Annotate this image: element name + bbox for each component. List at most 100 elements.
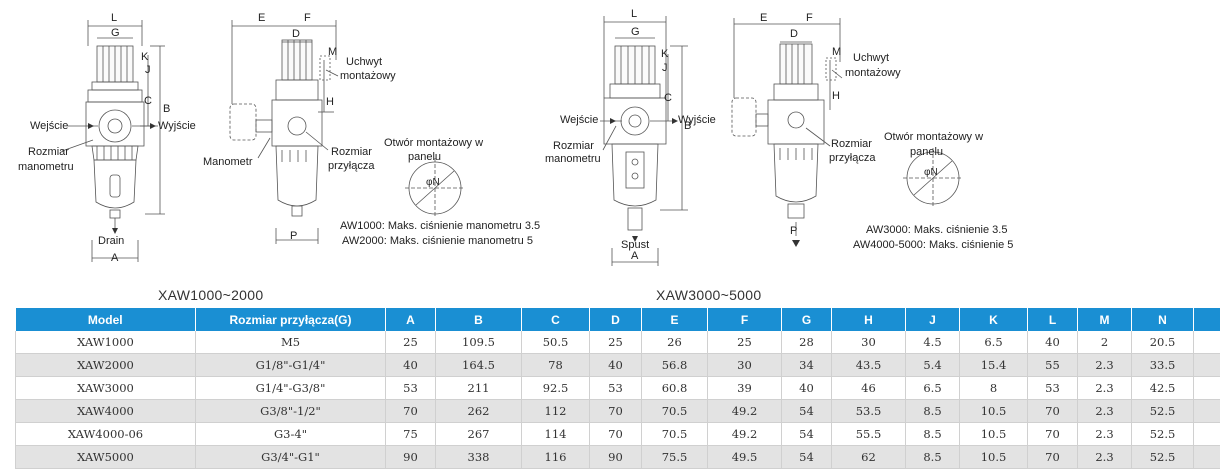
label-inlet-right: Wejście (560, 114, 599, 126)
label-panel-hole-right: Otwór montażowy w (884, 131, 984, 143)
label-gauge-size-right-2: manometru (545, 153, 601, 165)
table-cell: 15.4 (959, 353, 1028, 377)
table-cell: 56.8 (641, 353, 708, 377)
dim-label-M-right: M (832, 46, 842, 58)
right-front-view (600, 16, 688, 266)
table-cell: 2.3 (1077, 399, 1132, 423)
col-header: K (959, 308, 1028, 331)
table-cell: 338 (435, 445, 522, 469)
table-cell: 55 (1027, 353, 1078, 377)
table-cell: 50.5 (521, 331, 590, 354)
label-inlet: Wejście (30, 120, 69, 132)
table-cell: 54 (781, 445, 832, 469)
label-port-size-2: przyłącza (328, 160, 375, 172)
note-aw2000: AW2000: Maks. ciśnienie manometru 5 (342, 235, 533, 247)
dim-label-B-right: B (684, 120, 692, 132)
table-cell: M5 (195, 331, 386, 354)
table-cell: 30 (707, 353, 782, 377)
label-bracket-right: Uchwyt (853, 52, 890, 64)
table-cell: 109.5 (435, 331, 522, 354)
dim-label-M: M (328, 46, 338, 58)
dim-label-H-right: H (832, 90, 840, 102)
table-cell: 46 (831, 376, 906, 400)
table-cell: 112 (521, 399, 590, 423)
table-cell: 92.5 (521, 376, 590, 400)
table-cell: 10.5 (959, 445, 1028, 469)
col-header: A (385, 308, 436, 331)
dim-label-D: D (292, 28, 300, 40)
table-cell: 10.5 (959, 399, 1028, 423)
col-header: H (831, 308, 906, 331)
table-cell: 73 (1193, 422, 1220, 446)
table-cell: 2.3 (1077, 422, 1132, 446)
label-drain: Drain (98, 235, 125, 247)
table-cell: 28 (781, 331, 832, 354)
model-cell: XAW4000 (15, 399, 196, 423)
col-header: Model (15, 308, 196, 331)
table-cell: 53 (1027, 376, 1078, 400)
label-port-size: Rozmiar (331, 146, 372, 158)
table-cell: 56 (1193, 376, 1220, 400)
table-cell: 54 (781, 422, 832, 446)
table-cell: 90 (589, 445, 642, 469)
label-gauge-size-2: manometru (18, 161, 74, 173)
label-outlet-right: Wyjście (678, 114, 716, 126)
table-cell: 25 (589, 331, 642, 354)
dim-label-A: A (111, 252, 119, 264)
dim-label-B: B (163, 103, 171, 115)
table-cell: 43.5 (831, 353, 906, 377)
dim-label-E: E (258, 12, 266, 24)
label-panel-hole: Otwór montażowy w (384, 137, 484, 149)
dim-label-C-right: C (664, 92, 672, 104)
dim-label-G-right: G (631, 26, 640, 38)
dim-label-N-right: φN (924, 167, 938, 178)
table-cell: 164.5 (435, 353, 522, 377)
table-cell: 26 (641, 331, 708, 354)
table-cell: 49.5 (707, 445, 782, 469)
label-gauge-size-right: Rozmiar (553, 140, 594, 152)
label-bracket-right-2: montażowy (845, 67, 901, 79)
table-cell: 25 (385, 331, 436, 354)
model-cell: XAW2000 (15, 353, 196, 377)
dim-label-C: C (144, 95, 152, 107)
col-header: L (1027, 308, 1078, 331)
dimensions-table: Model Rozmiar przyłącza(G) A B C D E F G… (15, 308, 1220, 469)
table-cell: 8.5 (905, 422, 960, 446)
table-cell: 262 (435, 399, 522, 423)
dim-label-H: H (326, 96, 334, 108)
left-panel-hole (405, 158, 465, 218)
label-port-size-right-2: przyłącza (829, 152, 876, 164)
table-cell: 55.5 (831, 422, 906, 446)
table-cell: 53 (385, 376, 436, 400)
table-cell: 70 (385, 399, 436, 423)
table-cell: 40 (781, 376, 832, 400)
table-cell: 60.8 (641, 376, 708, 400)
dim-label-J-right: J (662, 62, 668, 74)
col-header: C (521, 308, 590, 331)
table-cell: 4.5 (905, 331, 960, 354)
left-front-view (61, 20, 165, 262)
table-cell: 2 (1077, 331, 1132, 354)
col-header: B (435, 308, 522, 331)
col-header: M (1077, 308, 1132, 331)
table-cell: 75 (385, 422, 436, 446)
table-cell: 78 (521, 353, 590, 377)
dim-label-N: φN (426, 177, 440, 188)
col-header: F (707, 308, 782, 331)
col-header: J (905, 308, 960, 331)
series-title-right: XAW3000~5000 (656, 287, 762, 303)
table-header-row: Model Rozmiar przyłącza(G) A B C D E F G… (15, 308, 1220, 331)
model-cell: XAW4000-06 (15, 422, 196, 446)
table-cell: 8 (959, 376, 1028, 400)
table-cell: 211 (435, 376, 522, 400)
table-cell: 62 (831, 445, 906, 469)
table-cell: 40 (385, 353, 436, 377)
table-cell: G3/8"-1/2" (195, 399, 386, 423)
table-cell: 49.2 (707, 422, 782, 446)
table-cell: 8.5 (905, 445, 960, 469)
label-outlet: Wyjście (158, 120, 196, 132)
